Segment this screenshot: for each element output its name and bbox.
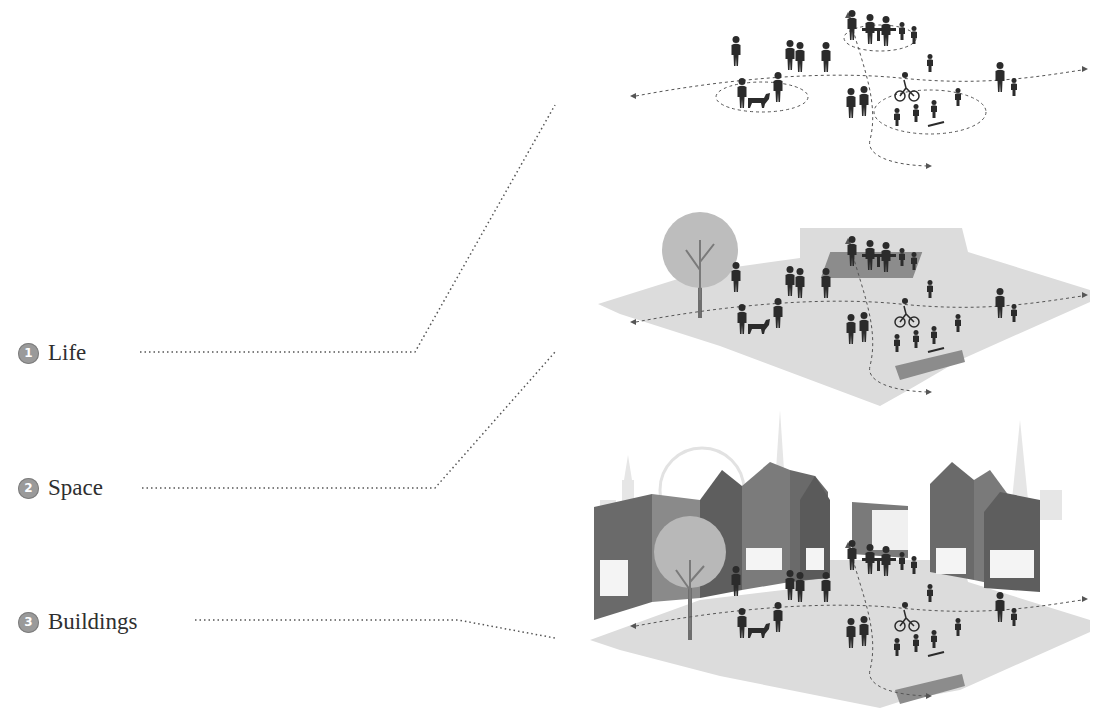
callout-number: 1 [18,343,39,364]
numbered-item: 3 Buildings [18,609,137,635]
callout-number: 3 [18,612,39,633]
callout-number: 2 [18,478,39,499]
layer-label: Buildings [48,609,137,635]
numbered-item: 2 Space [18,475,103,501]
layer-label: Space [48,475,103,501]
numbered-item: 1 Life [18,340,86,366]
layer-label: Life [48,340,86,366]
